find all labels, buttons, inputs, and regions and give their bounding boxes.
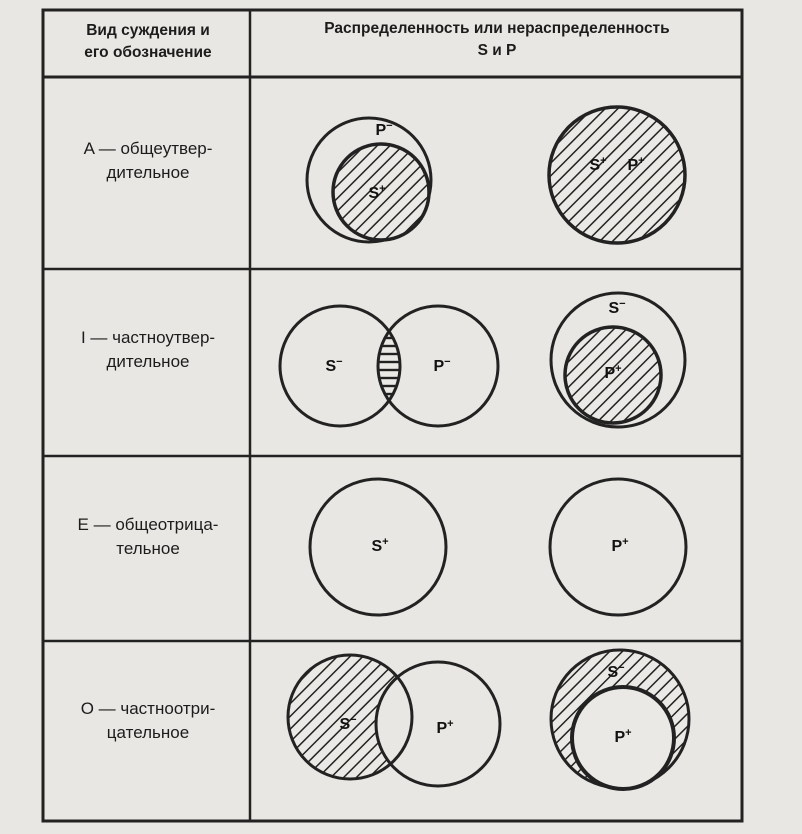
label-letter: S <box>325 358 337 376</box>
label-letter: S <box>368 185 380 203</box>
label-letter: P <box>627 157 639 175</box>
row-i-name-line1: I — частноутвер- <box>80 328 216 347</box>
label-sign: + <box>447 717 454 730</box>
s-circle <box>278 304 402 428</box>
diagram-o-ring <box>549 648 691 791</box>
label-sign: + <box>638 154 645 167</box>
header-col1-line1: Вид суждения и <box>86 22 210 39</box>
row-a-name-line2: дительное <box>106 163 190 182</box>
label-p: P− <box>433 356 450 376</box>
row-e-name-line1: E — общеотрица- <box>77 515 219 534</box>
label-sign: − <box>386 119 393 132</box>
label-letter: P <box>614 729 626 747</box>
row-i-name: I — частноутвер- дительное <box>50 326 246 374</box>
label-p: P+ <box>627 155 644 175</box>
label-letter: S <box>339 716 351 734</box>
label-letter: P <box>433 358 445 376</box>
label-p: P+ <box>614 727 631 747</box>
label-sign: + <box>600 154 607 167</box>
label-letter: P <box>375 122 387 140</box>
label-sign: − <box>444 355 451 368</box>
diagram-i-intersection <box>278 304 500 428</box>
label-letter: S <box>607 664 619 682</box>
header-col2-line2: S и P <box>477 42 517 59</box>
p-circle <box>548 477 688 617</box>
table-grid <box>41 8 744 823</box>
label-letter: P <box>604 365 616 383</box>
s-circle-hatched <box>331 142 431 242</box>
label-sign: + <box>382 535 389 548</box>
label-sign: − <box>619 297 626 310</box>
label-s: S− <box>325 356 342 376</box>
row-o-name-line2: цательное <box>106 723 190 742</box>
diagram-e-s <box>308 477 448 617</box>
label-s: S− <box>607 662 624 682</box>
label-letter: S <box>371 538 383 556</box>
diagram-a-equal <box>547 105 687 245</box>
header-col1: Вид суждения и его обозначение <box>50 20 246 64</box>
s-circle <box>308 477 448 617</box>
label-s: S+ <box>589 155 606 175</box>
row-e-name: E — общеотрица- тельное <box>50 513 246 561</box>
label-p: P+ <box>604 363 621 383</box>
label-letter: P <box>436 720 448 738</box>
label-sign: − <box>350 713 357 726</box>
diagram-o-partial <box>286 653 502 788</box>
label-letter: P <box>611 538 623 556</box>
label-s: S− <box>608 298 625 318</box>
header-col2-line1: Распределенность или нераспределенность <box>324 20 670 37</box>
diagram-i-subset <box>549 291 687 429</box>
label-sign: + <box>379 182 386 195</box>
s-circle <box>286 653 414 781</box>
label-p: P− <box>375 120 392 140</box>
label-p: P+ <box>436 718 453 738</box>
label-sign: + <box>615 362 622 375</box>
diagram-e-p <box>548 477 688 617</box>
p-circle <box>376 304 500 428</box>
row-i-name-line2: дительное <box>106 352 190 371</box>
label-letter: S <box>589 157 601 175</box>
row-e-name-line2: тельное <box>116 539 180 558</box>
label-sign: + <box>625 726 632 739</box>
s-circle <box>549 291 687 429</box>
p-circle <box>570 685 676 791</box>
header-col1-line2: его обозначение <box>84 44 212 61</box>
sp-circle-hatched <box>547 105 687 245</box>
diagram-a-subset <box>305 116 433 244</box>
row-o-name-line1: O — частноотри- <box>80 699 216 718</box>
label-letter: S <box>608 300 620 318</box>
label-s: S− <box>339 714 356 734</box>
row-o-name: O — частноотри- цательное <box>50 697 246 745</box>
row-a-name: A — общеутвер- дительное <box>50 137 246 185</box>
p-circle-hatched <box>563 325 663 425</box>
label-sign: − <box>336 355 343 368</box>
label-s: S+ <box>368 183 385 203</box>
p-circle <box>305 116 433 244</box>
row-a-name-line1: A — общеутвер- <box>83 139 213 158</box>
header-col2: Распределенность или нераспределенность … <box>254 18 740 62</box>
label-p: P+ <box>611 536 628 556</box>
label-sign: − <box>618 661 625 674</box>
label-sign: + <box>622 535 629 548</box>
label-s: S+ <box>371 536 388 556</box>
p-circle <box>374 660 502 788</box>
